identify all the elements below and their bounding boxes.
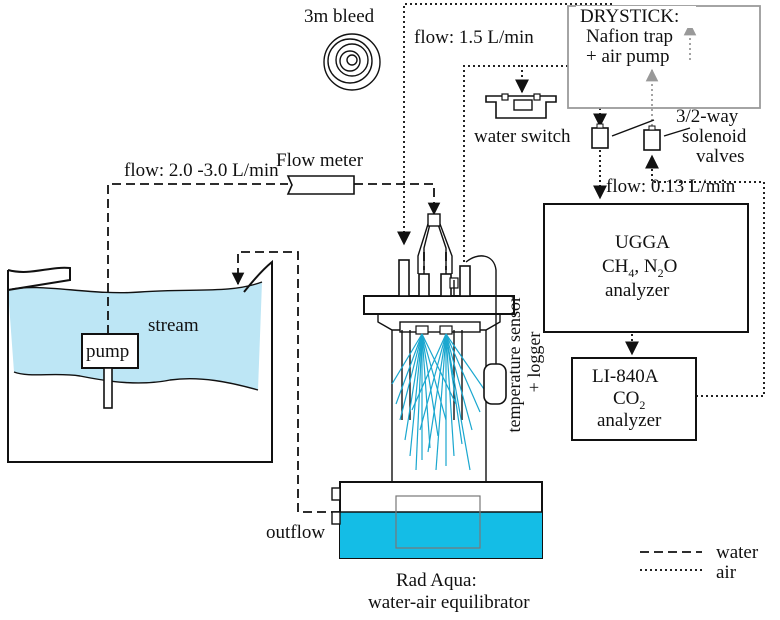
flow-meter-body xyxy=(286,175,355,195)
licor-analyzer: LI-840A CO2 analyzer xyxy=(571,357,697,441)
water-switch-label: water switch xyxy=(474,126,571,147)
air-line-licor-return xyxy=(645,154,765,397)
air-flow-label: flow: 1.5 L/min xyxy=(414,27,534,48)
licor-line3: analyzer xyxy=(597,410,662,431)
bleed-label: 3m bleed xyxy=(304,6,375,27)
water-flow-label: flow: 2.0 -3.0 L/min xyxy=(124,160,279,181)
tank-water xyxy=(340,512,542,558)
legend: water air xyxy=(640,542,759,583)
drystick-line2: + air pump xyxy=(586,46,670,67)
licor-box xyxy=(571,357,697,441)
water-line-meter-to-equilibrator xyxy=(354,183,441,216)
radaqua-line2: water-air equilibrator xyxy=(368,592,530,613)
air-line-to-equilibrator xyxy=(463,65,522,262)
drystick-title: DRYSTICK: xyxy=(580,6,679,27)
water-line-pump-to-meter xyxy=(107,183,288,334)
solenoid-valve-1 xyxy=(591,127,609,149)
stream-surface xyxy=(7,281,263,294)
ugga-line2: CH4, N2O xyxy=(602,256,677,280)
air-lines xyxy=(397,3,765,397)
stream-bank xyxy=(7,259,273,463)
ugga-box xyxy=(543,203,749,333)
ugga-line3: analyzer xyxy=(605,280,670,301)
bleed-coil: 3m bleed xyxy=(304,6,381,91)
flow-meter: Flow meter flow: 2.0 -3.0 L/min xyxy=(124,150,364,195)
stream-label: stream xyxy=(148,315,199,336)
radaqua-line1: Rad Aqua: xyxy=(396,570,477,591)
solenoid-valve-2 xyxy=(643,129,661,151)
air-line-drystick-to-switch xyxy=(515,65,568,94)
solenoid-line3: valves xyxy=(696,146,745,167)
outflow-port-2 xyxy=(331,511,341,525)
flow-meter-label: Flow meter xyxy=(276,150,364,171)
tank-inner xyxy=(395,495,481,549)
outflow-port-1 xyxy=(331,487,341,501)
solenoid-valves: 3/2-way solenoid valves flow: 0.13 L/min xyxy=(591,106,747,197)
analyzer-flow-label: flow: 0.13 L/min xyxy=(606,176,736,197)
ugga-analyzer: UGGA CH4, N2O analyzer xyxy=(543,203,749,333)
pump-pipe xyxy=(103,367,113,409)
legend-water-label: water xyxy=(716,542,759,563)
equilibrator: outflow xyxy=(266,213,544,613)
drystick-line1: Nafion trap xyxy=(586,26,673,47)
stream-bottom xyxy=(13,371,259,391)
solenoid-line2: solenoid xyxy=(682,126,747,147)
temperature-sensor: temperature sensor + logger xyxy=(453,255,544,433)
spray-jets xyxy=(391,333,487,471)
licor-line2: CO2 xyxy=(613,388,645,412)
drystick: DRYSTICK: Nafion trap + air pump flow: 1… xyxy=(414,5,761,109)
ugga-line1: UGGA xyxy=(615,232,670,253)
water-switch: water switch xyxy=(474,93,571,147)
outflow-label: outflow xyxy=(266,522,325,543)
stream-basin: stream pump xyxy=(7,259,273,463)
licor-line1: LI-840A xyxy=(592,366,659,387)
solenoid-line1: 3/2-way xyxy=(676,106,739,127)
pump-label: pump xyxy=(86,341,129,362)
equilibrator-lid xyxy=(363,295,515,315)
water-line-outflow-to-stream xyxy=(231,251,340,513)
temperature-label: temperature sensor + logger xyxy=(504,292,544,433)
water-lines xyxy=(107,183,441,513)
legend-air-label: air xyxy=(716,562,737,583)
